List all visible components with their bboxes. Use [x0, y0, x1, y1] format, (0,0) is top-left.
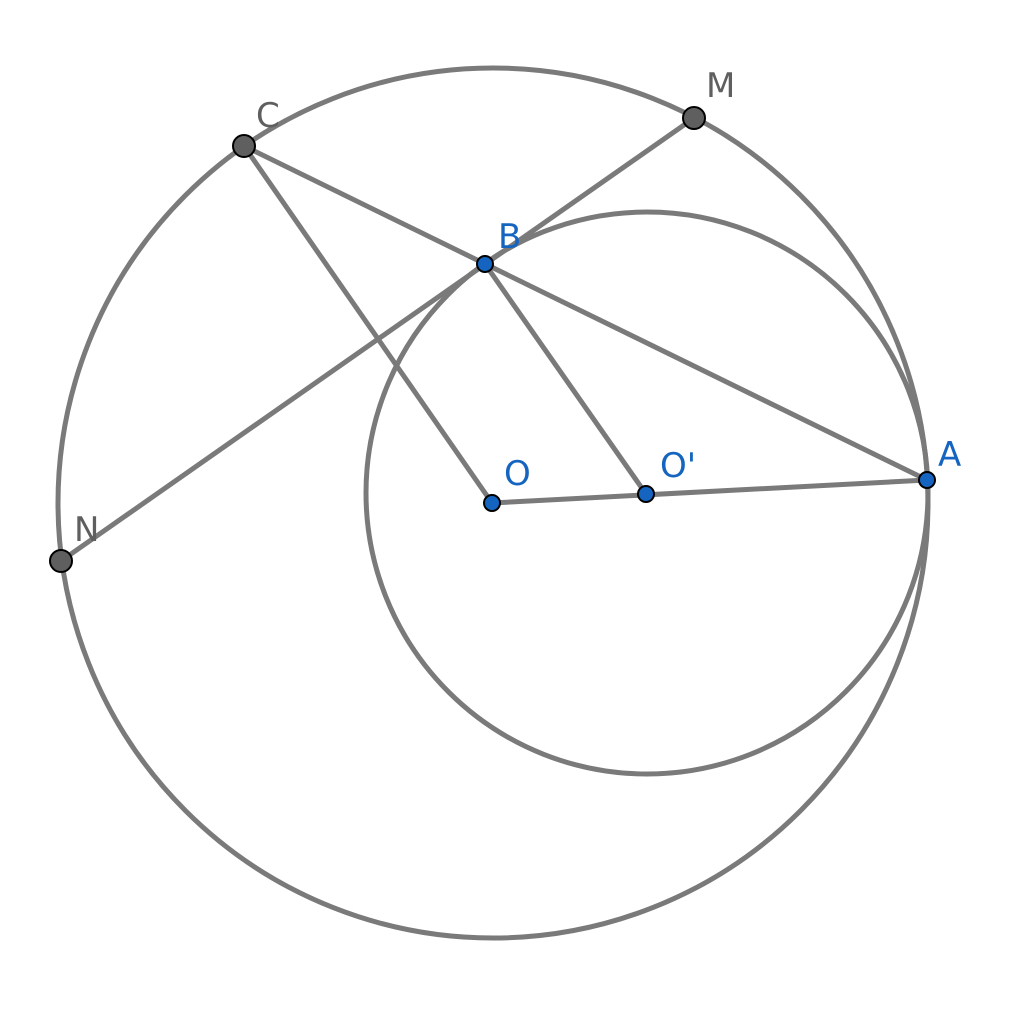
label-n: N [74, 510, 99, 550]
small-circle [363, 209, 931, 777]
label-m: M [706, 66, 735, 106]
label-o: O [504, 454, 531, 494]
point-m[interactable] [682, 106, 706, 130]
point-o-prime[interactable] [637, 485, 655, 503]
point-n[interactable] [49, 549, 73, 573]
point-a[interactable] [918, 471, 936, 489]
point-o[interactable] [483, 494, 501, 512]
point-b[interactable] [476, 255, 494, 273]
segment-co [241, 143, 495, 506]
segment-oa [489, 477, 930, 506]
point-c[interactable] [232, 134, 256, 158]
label-o-prime: O' [660, 446, 696, 486]
label-c: C [256, 96, 280, 136]
label-b: B [498, 217, 521, 257]
segment-ca [241, 143, 930, 483]
segment-bo-prime [482, 261, 649, 497]
label-a: A [938, 435, 961, 475]
